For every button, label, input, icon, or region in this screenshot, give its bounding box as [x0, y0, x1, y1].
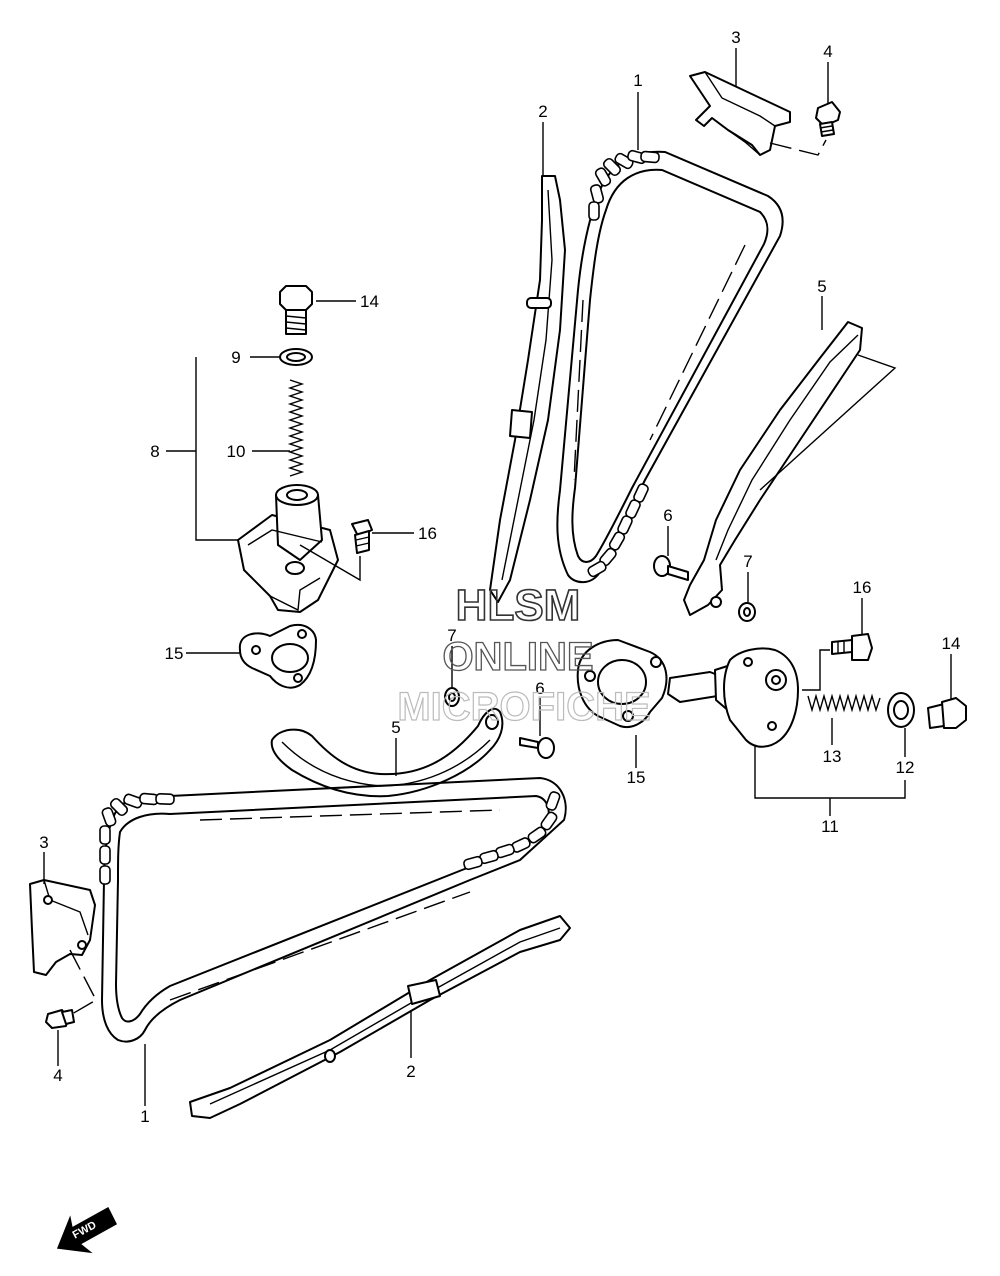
chain-guide-upper — [489, 175, 566, 603]
callout-16-right: 16 — [853, 578, 872, 597]
callout-15-mid: 15 — [627, 768, 646, 787]
bolt-lower — [45, 1009, 75, 1029]
bolt-right-6 — [653, 555, 689, 581]
callout-6-right: 6 — [663, 506, 672, 525]
tensioner-body-right — [667, 647, 799, 748]
leader-bolt-upper — [769, 139, 827, 156]
callout-13: 13 — [823, 747, 842, 766]
cam-chain-lower — [99, 776, 567, 1043]
chain-guide-lower — [189, 915, 571, 1119]
callout-5-mid: 5 — [391, 718, 400, 737]
cam-chain-upper — [556, 149, 784, 584]
callout-5-right: 5 — [817, 277, 826, 296]
callout-1-bottom: 1 — [140, 1107, 149, 1126]
tensioner-bolt-left — [279, 285, 313, 335]
washer-right-7 — [738, 602, 756, 622]
callout-labels: 1 2 3 4 5 6 7 14 9 8 10 16 15 7 6 5 15 1… — [39, 28, 960, 1126]
callout-2-bottom: 2 — [406, 1062, 415, 1081]
watermark-line-1: HLSM — [456, 581, 581, 630]
callout-3-top: 3 — [731, 28, 740, 47]
callout-2-top: 2 — [538, 102, 547, 121]
callout-8: 8 — [150, 442, 159, 461]
callout-9: 9 — [231, 348, 240, 367]
fwd-arrow-icon: FWD — [56, 1206, 117, 1254]
bolt-upper — [815, 101, 841, 137]
chain-guide-bracket-upper — [689, 71, 791, 156]
callout-4-top: 4 — [823, 42, 832, 61]
callout-7-mid: 7 — [447, 626, 456, 645]
washer-right — [887, 692, 915, 728]
callout-11: 11 — [821, 817, 839, 836]
gasket-left — [238, 624, 317, 689]
bolt-small-left — [351, 519, 373, 554]
spring-left — [287, 379, 305, 477]
callout-6-mid: 6 — [535, 679, 544, 698]
callout-10: 10 — [227, 442, 246, 461]
chain-links-upper-left — [588, 149, 660, 221]
tensioner-bolt-right — [927, 697, 967, 729]
chain-links-lower-right — [463, 791, 561, 871]
spring-right — [807, 693, 881, 713]
callout-4-bottom: 4 — [53, 1066, 62, 1085]
watermark-line-3: MICROFICHE — [397, 685, 650, 729]
callout-7-right: 7 — [743, 552, 752, 571]
tensioner-body-left — [237, 484, 339, 613]
leader-lines — [43, 48, 952, 1106]
callout-14-left: 14 — [360, 292, 379, 311]
leader-bolt-small-left — [299, 544, 361, 582]
gasket-mid — [576, 639, 668, 728]
callout-15-left: 15 — [165, 644, 184, 663]
callout-14-right: 14 — [942, 634, 961, 653]
bolt-small-right — [831, 633, 873, 661]
callout-1-top: 1 — [633, 71, 642, 90]
leader-bolt-lower — [69, 949, 97, 1015]
watermark-line-2: ONLINE — [442, 635, 593, 679]
callout-16-left: 16 — [418, 524, 437, 543]
callout-12: 12 — [896, 758, 915, 777]
chain-links-lower-left — [99, 792, 175, 885]
chain-guide-bracket-lower — [29, 879, 96, 976]
tensioner-guide-right — [683, 321, 897, 616]
watermark: HLSM ONLINE MICROFICHE — [397, 580, 652, 729]
chain-links-upper-bottom — [587, 483, 649, 578]
washer-left — [279, 348, 313, 366]
bolt-mid — [519, 737, 555, 759]
callout-3-bottom: 3 — [39, 833, 48, 852]
leader-bolt-small-right — [802, 649, 830, 691]
